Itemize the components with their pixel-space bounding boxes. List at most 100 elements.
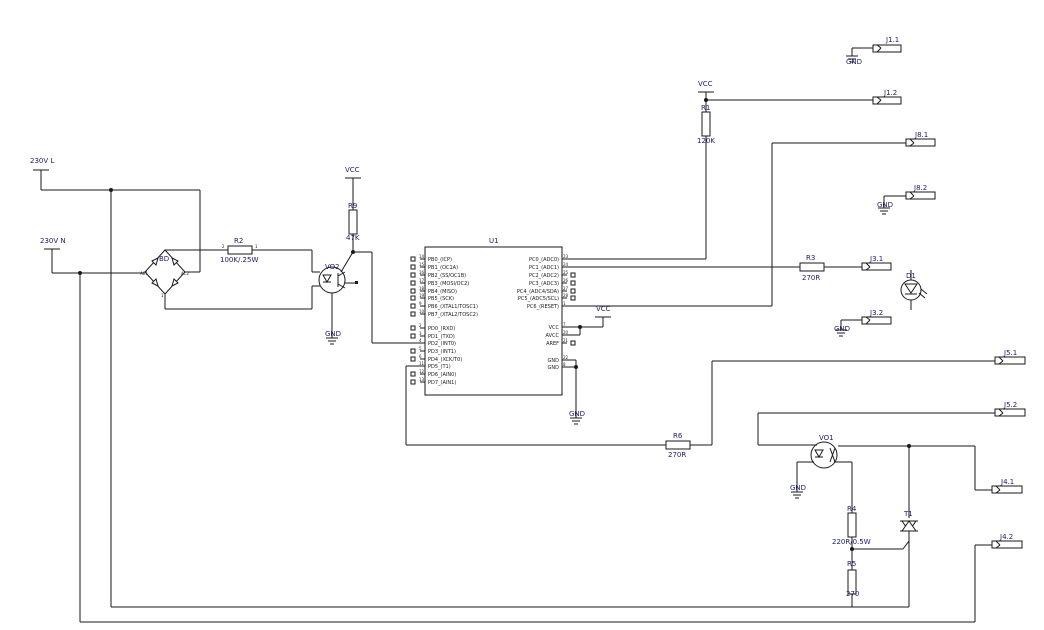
mcu-pin-name: PB2_(SS/OC1B) (428, 273, 466, 279)
mcu-pin-name: AVCC (545, 333, 559, 339)
gnd-symbol-u1: GND (569, 410, 585, 425)
mcu-pin-name: PB1_(OC1A) (428, 265, 458, 271)
mcu-pin-number: 15 (419, 262, 425, 267)
resistor-r4: R4 220R/0.5W (832, 505, 871, 546)
vcc-label-r9: VCC (345, 166, 360, 174)
connector-j5-2: J5.2 (994, 401, 1026, 417)
mcu-pin-number: 16 (419, 270, 425, 275)
gnd-label-j3: GND (834, 325, 850, 333)
mcu-pin-number: 17 (419, 278, 425, 283)
mcu-pin-number: 6 (419, 354, 422, 359)
bridge-rectifier: BD AC1 AC2 1 (140, 249, 189, 298)
resistor-r5: R5 270 (846, 560, 859, 598)
supply-230v-l-label: 230V L (30, 157, 54, 165)
triac-t1: T1 (900, 510, 918, 553)
mcu-pin-name: PC0_(ADC0) (529, 257, 559, 263)
mcu-pin-number: 3 (419, 331, 422, 336)
mcu-pin-number: 12 (419, 369, 425, 374)
mcu-pin-number: 22 (563, 355, 569, 360)
mcu-pin-number: 21 (563, 338, 569, 343)
mcu-pin-number: 19 (419, 293, 425, 298)
mcu-pin-number: 4 (419, 338, 422, 343)
mcu-pin-name: PB5_(SCK) (428, 296, 454, 302)
j1-2-label: J1.2 (883, 89, 897, 97)
j8-2-label: J8.2 (913, 184, 927, 192)
mcu-pin-name: PD2_(INT0) (428, 341, 456, 347)
r5-value: 270 (846, 590, 859, 598)
mcu-pin-name: GND (548, 358, 560, 364)
r4-value: 220R/0.5W (832, 538, 871, 546)
mcu-pin-number: 8 (563, 362, 566, 367)
j3-1-label: J3.1 (869, 255, 883, 263)
mcu-pin-name: AREF (546, 341, 559, 347)
connector-j1-2: J1.2 (872, 89, 902, 105)
j8-1-label: J8.1 (914, 131, 928, 139)
mcu-u1: U1 14PB0_(ICP)15PB1_(OC1A)16PB2_(SS/OC1B… (410, 237, 576, 396)
svg-text:2: 2 (222, 244, 225, 249)
r6-value: 270R (668, 451, 686, 459)
r3-value: 270R (802, 274, 820, 282)
supply-230v-l: 230V L (30, 157, 54, 190)
mcu-pin-number: 10 (419, 309, 425, 314)
vcc-label-r1: VCC (698, 80, 713, 88)
mcu-pin-name: PC4_(ADC4/SDA) (517, 289, 559, 295)
mcu-pin-number: 5 (419, 346, 422, 351)
mcu-pin-number: 27 (563, 286, 569, 291)
vcc-symbol-u1: VCC (595, 305, 611, 318)
mcu-pin-number: 7 (563, 322, 566, 327)
mcu-pin-number: 23 (563, 254, 569, 259)
mcu-pin-name: PD4_(XCK/T0) (428, 357, 462, 363)
connector-j8-2: J8.2 (905, 184, 936, 200)
r3-label: R3 (806, 254, 815, 262)
gnd-symbol-vo2: GND (325, 330, 341, 345)
mcu-pin-name: PD6_(AIN0) (428, 372, 456, 378)
r2-label: R2 (234, 237, 243, 245)
svg-text:1: 1 (161, 293, 164, 298)
gnd-label-u1: GND (569, 410, 585, 418)
connector-j4-1: J4.1 (991, 478, 1023, 494)
supply-230v-n-label: 230V N (40, 237, 66, 245)
connector-j1-1: J1.1 (872, 36, 902, 53)
mcu-pin-name: PC2_(ADC2) (529, 273, 559, 279)
mcu-pin-number: 11 (419, 361, 425, 366)
mcu-pin-number: 28 (563, 293, 569, 298)
svg-text:AC1: AC1 (140, 271, 148, 276)
mcu-pin-name: PB0_(ICP) (428, 257, 452, 263)
d1-label: D1 (906, 272, 916, 280)
r1-value: 120K (697, 137, 715, 145)
resistor-r6: R6 270R (665, 432, 691, 459)
gnd-label-j8: GND (877, 201, 893, 209)
vo1-label: VO1 (819, 434, 834, 442)
mcu-pin-name: PC5_(ADC5/SCL) (518, 296, 559, 302)
vcc-symbol-r1: VCC (698, 80, 714, 93)
t1-label: T1 (903, 510, 913, 518)
connector-j4-2: J4.2 (991, 533, 1023, 549)
gnd-label-vo2: GND (325, 330, 341, 338)
mcu-pin-name: PD3_(INT1) (428, 349, 456, 355)
mcu-pin-name: PC6_(RESET) (527, 304, 559, 310)
resistor-r3: R3 270R (799, 254, 825, 282)
optocoupler-vo1: VO1 (810, 434, 838, 469)
mcu-pin-name: PB7_(XTAL2/TOSC2) (428, 312, 478, 318)
gnd-symbol-j3: GND (834, 325, 850, 337)
gnd-symbol-j8: GND (877, 201, 893, 215)
mcu-pin-number: 20 (563, 330, 569, 335)
